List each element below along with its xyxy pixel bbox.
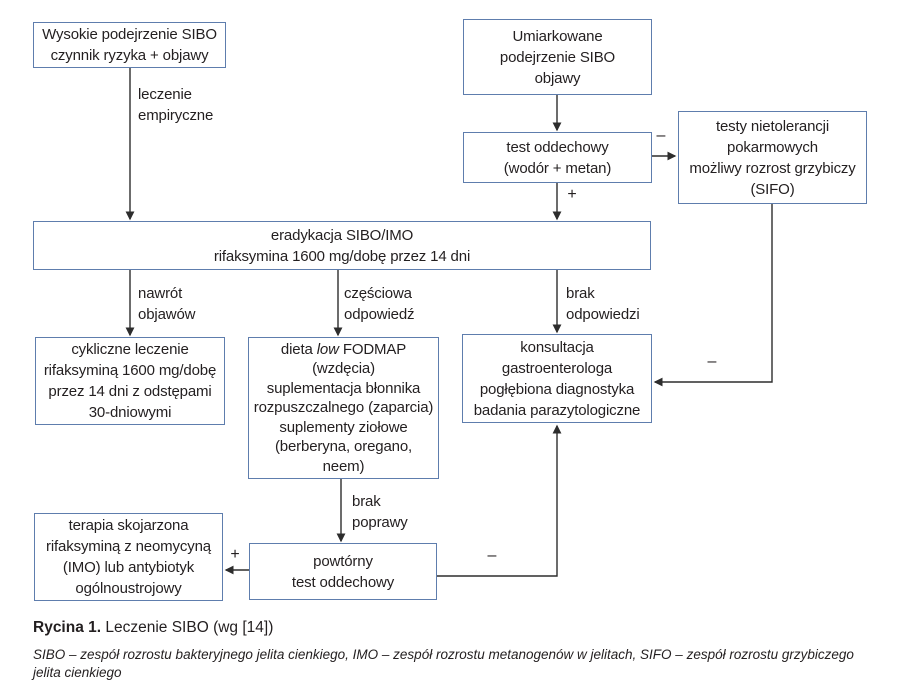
edge-label-brak-odpowiedzi: brak odpowiedzi xyxy=(566,283,640,325)
figure-footnote-abbreviations: SIBO – zespół rozrostu bakteryjnego jeli… xyxy=(33,647,854,680)
edge-label-line: brak xyxy=(566,285,595,302)
node-line: ogólnoustrojowy xyxy=(75,580,182,597)
node-line: gastroenterologa xyxy=(501,359,613,377)
edge-label-line: empiryczne xyxy=(138,107,214,124)
node-konsultacja-gastroenterologa: konsultacja gastroenterologa pogłębiona … xyxy=(462,334,652,423)
edge-sign-retest-negative: – xyxy=(487,547,497,564)
node-line: możliwy rozrost grzybiczy xyxy=(689,159,856,177)
dieta-text-post: FODMAP xyxy=(342,340,407,358)
node-line: neem) xyxy=(322,457,365,475)
node-line: (wodór + metan) xyxy=(503,159,612,177)
edge-label-line: brak xyxy=(352,493,381,510)
edge-label-brak-poprawy: brak poprawy xyxy=(352,491,408,533)
node-line: rifaksymina 1600 mg/dobę przez 14 dni xyxy=(213,247,471,265)
node-line: 30-dniowymi xyxy=(88,404,172,421)
edge-label-line: nawrót xyxy=(138,285,183,302)
node-line: cykliczne leczenie xyxy=(71,341,189,358)
edge-sign-test-positive: + xyxy=(567,186,577,203)
edge-label-line: leczenie xyxy=(138,86,192,103)
edge-label-line: poprawy xyxy=(352,514,408,531)
node-line: rifaksyminą z neomycyną xyxy=(46,538,211,555)
node-line: terapia skojarzona xyxy=(68,517,189,534)
edge-label-nawrot-objawow: nawrót objawów xyxy=(138,283,195,325)
connector-powtorny-to-konsultacja xyxy=(437,424,562,577)
node-line: suplementacja błonnika xyxy=(266,379,421,397)
node-line: objawy xyxy=(534,69,581,87)
node-line: test oddechowy xyxy=(506,138,609,156)
node-eradykacja-sibo-imo: eradykacja SIBO/IMO rifaksymina 1600 mg/… xyxy=(33,221,651,270)
dieta-text-italic: low xyxy=(316,340,339,358)
node-line: (SIFO) xyxy=(750,180,795,198)
edge-label-leczenie-empiryczne: leczenie empiryczne xyxy=(138,84,213,126)
node-umiarkowane-podejrzenie-sibo: Umiarkowane podejrzenie SIBO objawy xyxy=(463,19,652,95)
node-dieta-low-fodmap: dieta low FODMAP (wzdęcia) suplementacja… xyxy=(248,337,439,479)
figure-caption-label: Rycina 1. xyxy=(33,619,102,636)
node-line: Umiarkowane xyxy=(512,27,603,45)
figure-caption-text: Leczenie SIBO (wg [14]) xyxy=(101,619,274,636)
node-cykliczne-leczenie: cykliczne leczenie rifaksyminą 1600 mg/d… xyxy=(35,337,225,425)
node-testy-nietolerancji-sifo: testy nietolerancji pokarmowych możliwy … xyxy=(678,111,867,204)
node-line: dieta low FODMAP xyxy=(281,340,406,360)
node-line: eradykacja SIBO/IMO xyxy=(270,226,414,244)
node-line: powtórny xyxy=(313,552,373,570)
node-powtorny-test-oddechowy: powtórny test oddechowy xyxy=(249,543,437,600)
edge-label-line: odpowiedź xyxy=(344,306,415,323)
node-line: rozpuszczalnego (zaparcia) xyxy=(253,399,434,417)
node-test-oddechowy: test oddechowy (wodór + metan) xyxy=(463,132,652,183)
edge-label-line: objawów xyxy=(138,306,196,323)
node-line: przez 14 dni z odstępami xyxy=(48,383,212,400)
figure-caption: Rycina 1. Leczenie SIBO (wg [14]) xyxy=(33,618,273,638)
edge-label-line: częściowa xyxy=(344,285,412,302)
node-line: (wzdęcia) xyxy=(312,360,375,378)
node-line: konsultacja xyxy=(520,338,594,356)
node-terapia-skojarzona: terapia skojarzona rifaksyminą z neomycy… xyxy=(34,513,223,601)
dieta-text-pre: dieta xyxy=(280,340,313,358)
node-wysokie-podejrzenie-sibo: Wysokie podejrzenie SIBO czynnik ryzyka … xyxy=(33,22,226,68)
connector-sifo-to-konsultacja xyxy=(653,204,773,387)
node-line: test oddechowy xyxy=(291,573,395,591)
edge-sign-sifo-negative: – xyxy=(707,353,717,370)
edge-label-czesciowa-odpowiedz: częściowa odpowiedź xyxy=(344,283,415,325)
node-line: suplementy ziołowe xyxy=(279,418,408,436)
node-line: czynnik ryzyka + objawy xyxy=(50,47,209,64)
edge-sign-test-negative: – xyxy=(656,127,666,144)
edge-sign-retest-positive: + xyxy=(230,546,240,563)
edge-label-line: odpowiedzi xyxy=(566,306,640,323)
node-line: badania parazytologiczne xyxy=(473,401,641,419)
node-line: pogłębiona diagnostyka xyxy=(479,380,635,398)
node-line: Wysokie podejrzenie SIBO xyxy=(42,26,217,43)
node-line: pokarmowych xyxy=(727,138,818,156)
node-line: (IMO) lub antybiotyk xyxy=(62,559,195,576)
node-line: rifaksyminą 1600 mg/dobę xyxy=(43,362,217,379)
node-line: testy nietolerancji xyxy=(715,117,830,135)
node-line: (berberyna, oregano, xyxy=(274,438,413,456)
node-line: podejrzenie SIBO xyxy=(499,48,616,66)
